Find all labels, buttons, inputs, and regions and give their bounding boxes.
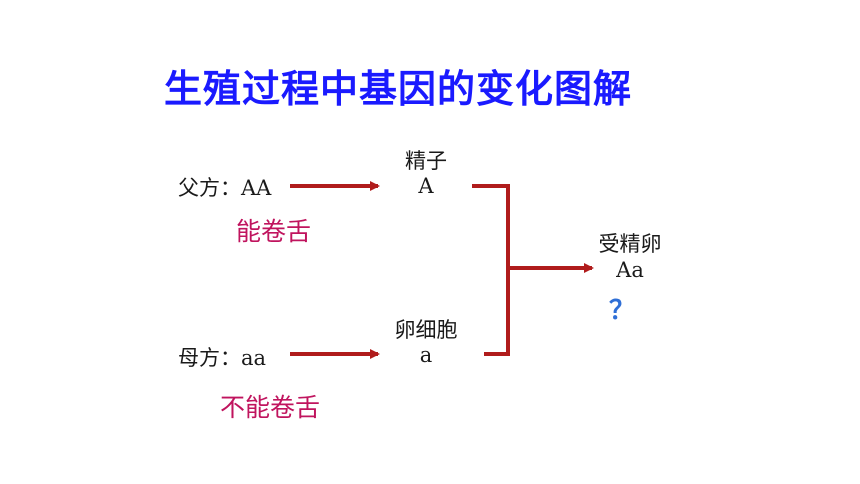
sperm-name: 精子 xyxy=(405,149,447,173)
mother-trait: 不能卷舌 xyxy=(220,393,321,422)
zygote-gene: Aa xyxy=(616,258,644,282)
question-mark: ？ xyxy=(609,296,636,326)
sperm-gene: A xyxy=(418,174,434,198)
father-genotype-label: 父方：AA xyxy=(178,176,272,200)
father-trait: 能卷舌 xyxy=(236,217,312,246)
egg-name: 卵细胞 xyxy=(394,318,458,342)
page-title: 生殖过程中基因的变化图解 xyxy=(164,67,633,111)
sperm-merge-line xyxy=(472,184,510,356)
mother-genotype-label: 母方：aa xyxy=(178,346,267,370)
egg-gene: a xyxy=(419,343,433,367)
zygote-name: 受精卵 xyxy=(598,232,662,256)
